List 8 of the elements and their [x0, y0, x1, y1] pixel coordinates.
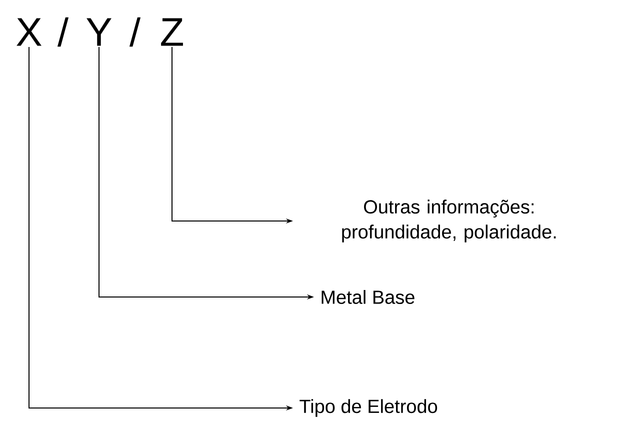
separator-slash: /: [57, 17, 69, 47]
letter: X: [16, 18, 42, 46]
letter: Y: [86, 18, 112, 46]
label-text: Metal Base: [322, 290, 414, 304]
label-text: Tipo de Eletrodo: [300, 399, 438, 417]
separator-slash: /: [129, 17, 141, 47]
label-text: Outras informações: profundidade, polaridade.: [342, 200, 556, 242]
letter: Z: [161, 18, 183, 46]
